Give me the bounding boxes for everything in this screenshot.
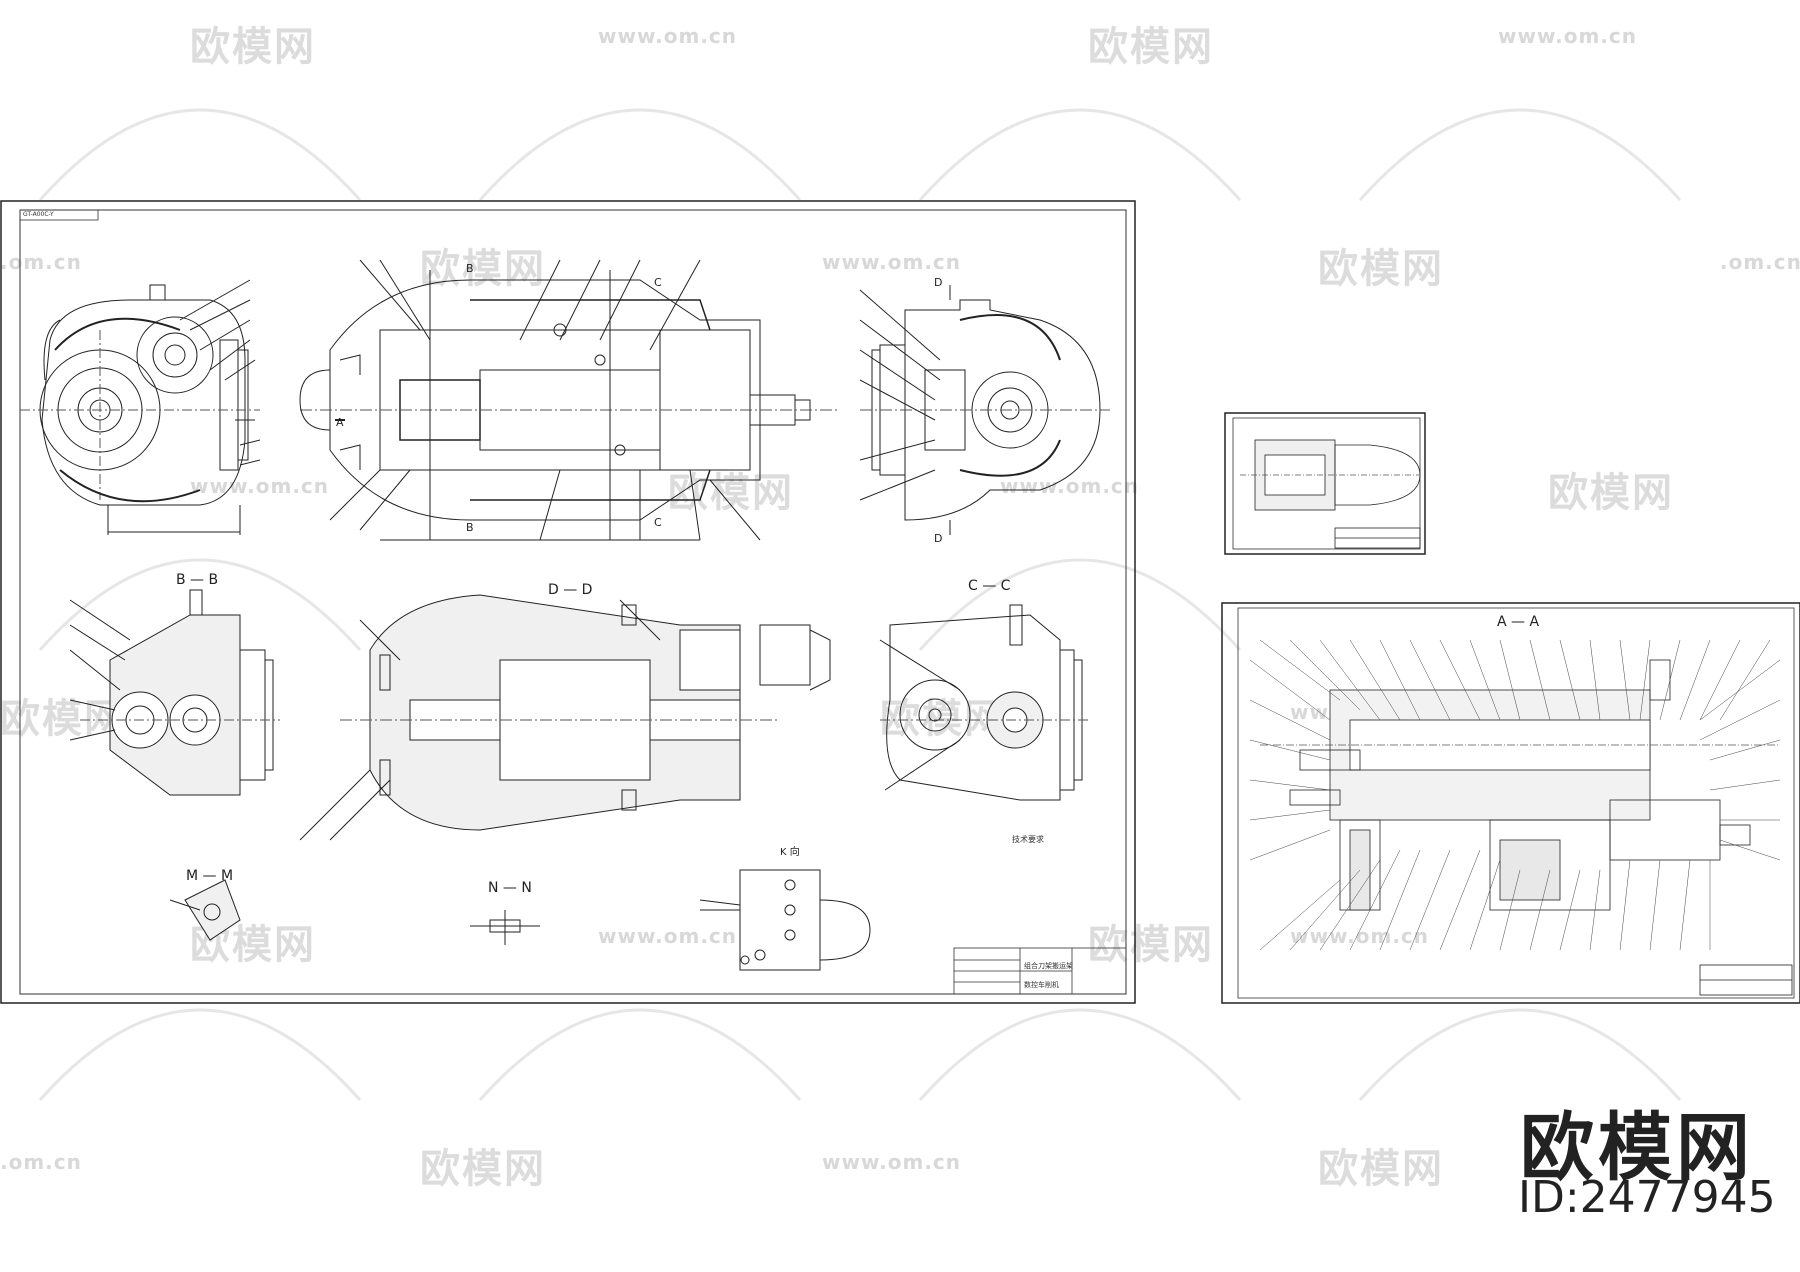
view-label-nn: N — N: [488, 880, 532, 896]
brand-logo: 欧模网: [1520, 1105, 1754, 1191]
watermark-brand: 欧模网: [1088, 24, 1214, 70]
top-plan-view: [299, 259, 840, 541]
watermark-brand: 欧模网: [190, 24, 316, 70]
watermark-url: www.om.cn: [1290, 924, 1430, 948]
section-mark-b-top: B: [466, 262, 474, 275]
view-label-aa: A — A: [1497, 614, 1540, 630]
watermark-url: www.om.cn: [598, 924, 738, 948]
section-cc: [879, 604, 1090, 801]
header-strip-text: GT-A00C-Y: [23, 211, 54, 218]
watermark-brand: 欧模网: [1318, 246, 1444, 292]
preview-sheet-inner: [1232, 417, 1421, 550]
watermark-url: www.om.cn: [598, 24, 738, 48]
section-mark-b-bottom: B: [466, 521, 474, 534]
section-mark-c-bottom: C: [654, 516, 662, 529]
brand-id: ID:2477945: [1518, 1172, 1776, 1223]
watermark-url: www.om.cn: [1000, 474, 1140, 498]
section-aa: [1260, 659, 1793, 996]
watermark-url: .om.cn: [1720, 250, 1800, 274]
watermark-brand: 欧模网: [1548, 470, 1674, 516]
watermark-brand: 欧模网: [668, 470, 794, 516]
front-view: [20, 279, 261, 535]
view-label-mm: M — M: [186, 868, 234, 884]
section-mark-d-bottom: D: [934, 532, 943, 545]
section-mark-a: A: [336, 416, 344, 429]
view-label-cc: C — C: [968, 578, 1011, 594]
preview-drawing: [1240, 439, 1421, 549]
section-mm: [169, 879, 241, 941]
title-block-name-1: 组合刀架搬运架: [1024, 962, 1073, 970]
section-mark-c-top: C: [654, 276, 662, 289]
side-view: [859, 285, 1110, 535]
section-dd: [299, 594, 831, 841]
watermark-brand: 欧模网: [0, 696, 126, 742]
header-strip-box: [19, 209, 99, 221]
watermark-url: www.om.cn: [822, 1150, 962, 1174]
watermark-url: www.om.cn: [1498, 24, 1638, 48]
preview-sheet-border: [1224, 412, 1426, 555]
watermark-url: www.om.cn: [822, 250, 962, 274]
main-sheet-border: [0, 200, 1136, 1004]
view-label-dd: D — D: [548, 582, 593, 598]
view-label-k: K 向: [780, 847, 800, 858]
watermark-url: .om.cn: [0, 1150, 82, 1174]
watermark-arcs: [38, 108, 1682, 1101]
view-label-bb: B — B: [176, 572, 219, 588]
main-sheet-inner-border: [19, 209, 1127, 995]
view-k: [699, 869, 871, 971]
watermark-url: .om.cn: [0, 250, 82, 274]
watermark-brand: 欧模网: [1088, 922, 1214, 968]
watermark-url: www.om.cn: [190, 474, 330, 498]
aa-sheet-border: [1221, 602, 1800, 1004]
watermark-brand: 欧模网: [1318, 1146, 1444, 1192]
watermark-brand: 欧模网: [420, 246, 546, 292]
title-block-name-2: 数控车削机: [1024, 981, 1059, 989]
title-block: [953, 947, 1127, 995]
section-bb: [69, 589, 280, 796]
aa-sheet-inner: [1237, 607, 1795, 999]
notes-title: 技术要求: [1012, 835, 1044, 844]
aa-leader-lines: [1249, 639, 1781, 951]
section-mark-d-top: D: [934, 276, 943, 289]
watermark-brand: 欧模网: [420, 1146, 546, 1192]
section-nn: [470, 910, 540, 945]
